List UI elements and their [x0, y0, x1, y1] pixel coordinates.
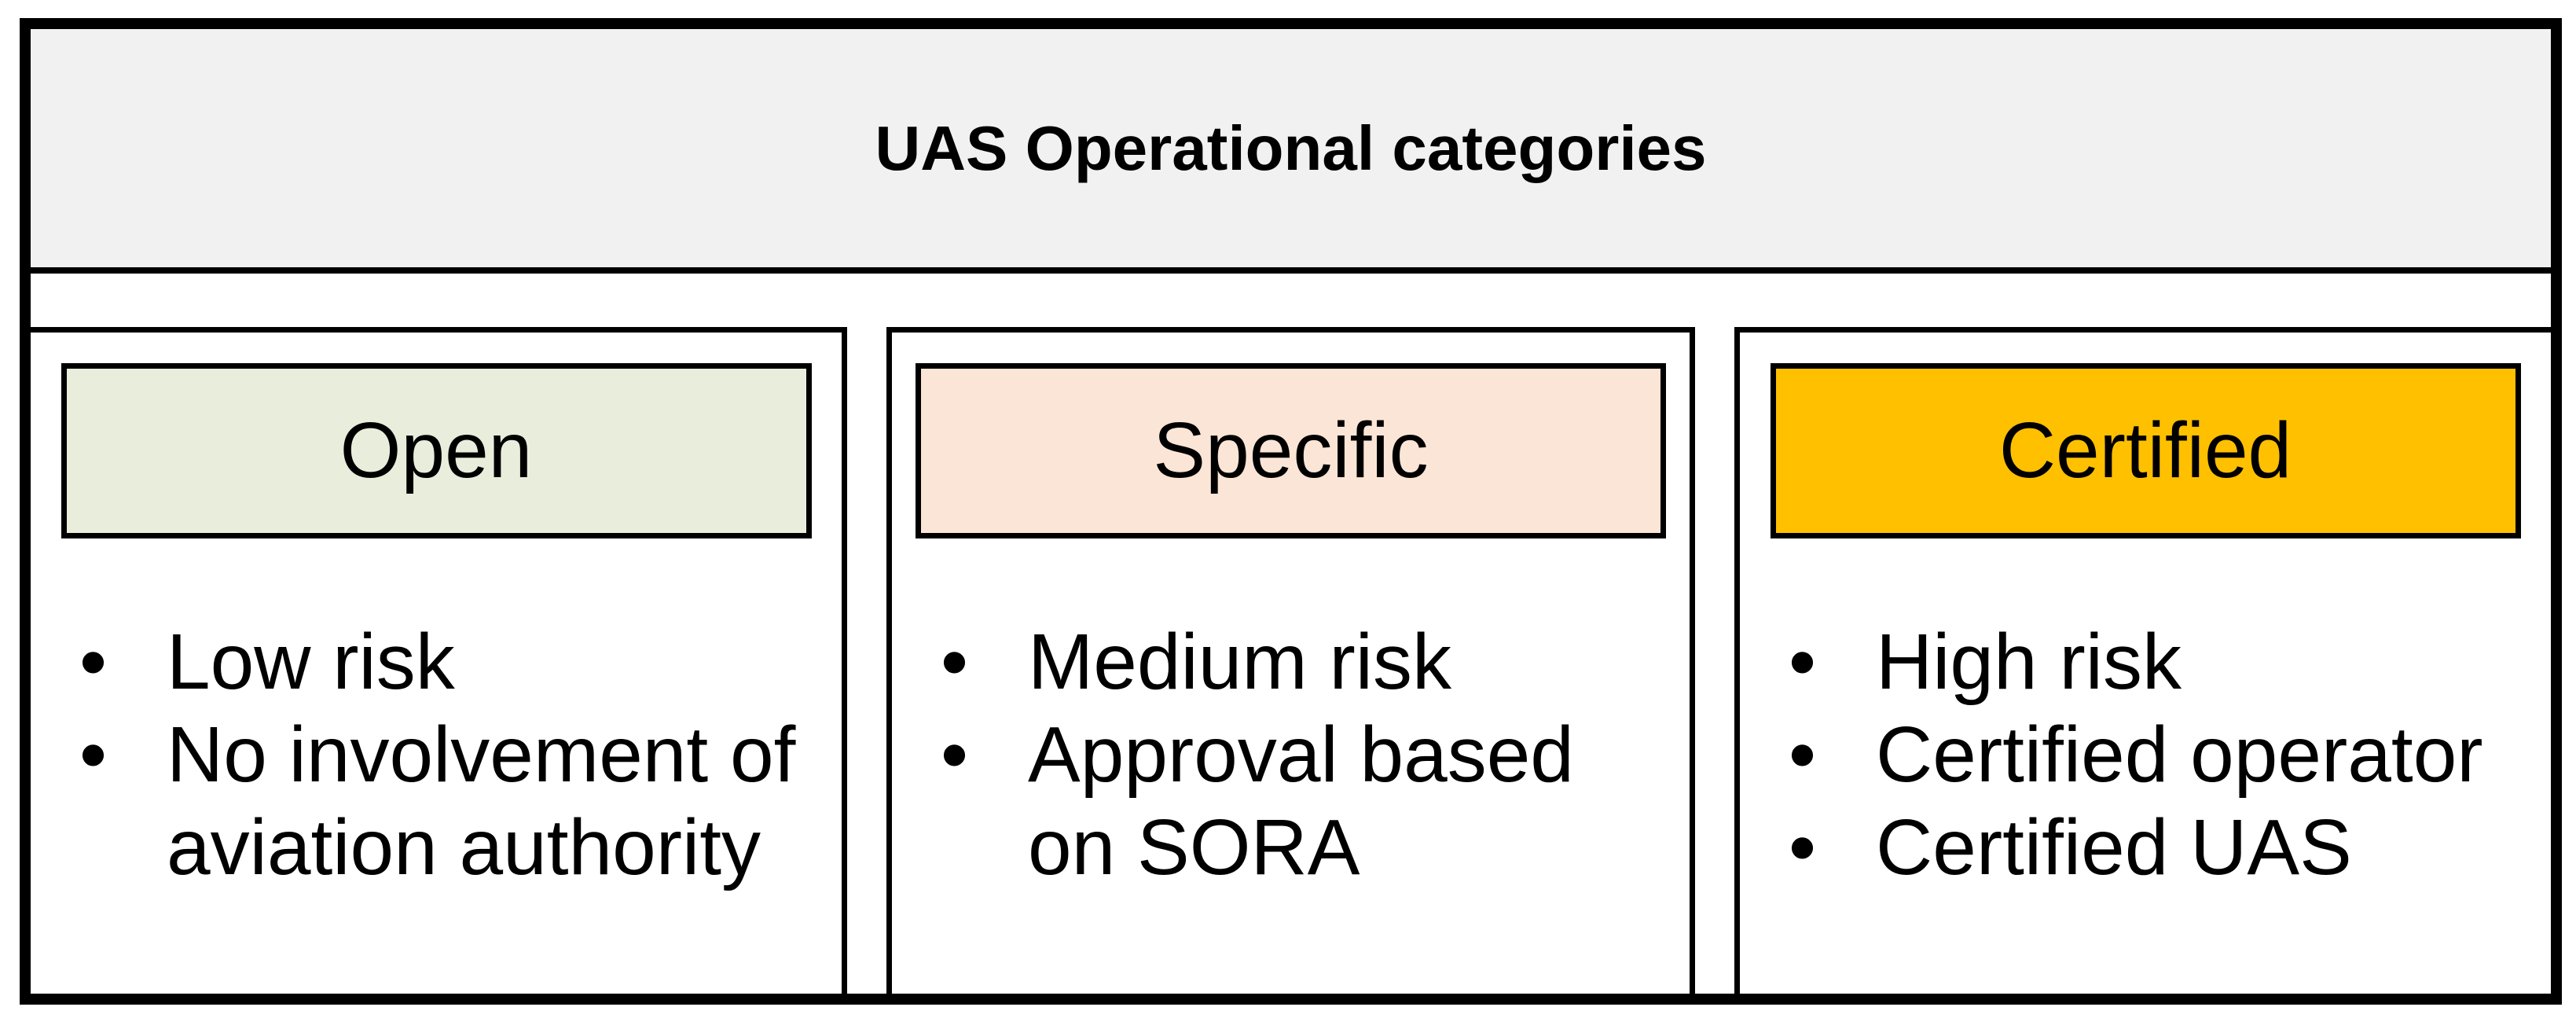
category-column-certified: Certified •High risk•Certified operator•… — [1734, 327, 2551, 994]
category-column-open: Open • Low risk • No involvement of aviatio… — [31, 327, 847, 994]
bullet-item: • Medium risk — [892, 616, 1690, 708]
bullet-item: • Certified operator — [1740, 708, 2551, 801]
bullet-item: • Approval based on SORA — [892, 708, 1690, 894]
category-header-certified: Certified — [1770, 363, 2521, 538]
bullet-dot-icon: • — [79, 618, 108, 706]
bullet-dot-icon: • — [79, 711, 108, 799]
bullet-item: • High risk — [1740, 616, 2551, 708]
bullet-text: Approval based on SORA — [1028, 711, 1574, 891]
bullet-dot-icon: • — [941, 618, 969, 706]
bullet-text: Low risk — [167, 618, 455, 706]
bullet-text: Certified operator — [1876, 711, 2483, 799]
bullet-item: • Certified UAS — [1740, 801, 2551, 894]
category-label-open: Open — [339, 406, 533, 494]
bullet-dot-icon: • — [1789, 803, 1817, 891]
bullet-dot-icon: • — [941, 711, 969, 799]
bullet-text: Certified UAS — [1876, 803, 2352, 891]
bullet-text: High risk — [1876, 618, 2182, 706]
bullet-item: • No involvement of aviation authority — [31, 708, 842, 894]
bullet-list-specific: • Medium risk • Approval based on SORA — [892, 616, 1690, 894]
category-column-specific: Specific • Medium risk • Approval based on … — [886, 327, 1695, 994]
figure-title: UAS Operational categories — [875, 112, 1707, 183]
bullet-dot-icon: • — [1789, 618, 1817, 706]
bullet-item: • Low risk — [31, 616, 842, 708]
bullet-dot-icon: • — [1789, 711, 1817, 799]
category-label-specific: Specific — [1153, 406, 1429, 494]
figure-outer-frame: UAS Operational categories Open • Low ris… — [20, 18, 2562, 1005]
title-band: UAS Operational categories — [31, 29, 2551, 274]
bullet-text: No involvement of aviation authority — [167, 711, 796, 891]
category-label-certified: Certified — [1998, 406, 2292, 494]
bullet-list-open: • Low risk • No involvement of aviation aut… — [31, 616, 842, 894]
category-header-open: Open — [61, 363, 812, 538]
category-header-specific: Specific — [916, 363, 1666, 538]
bullet-text: Medium risk — [1028, 618, 1451, 706]
bullet-list-certified: • High risk • Certified operator • Certified … — [1740, 616, 2551, 894]
